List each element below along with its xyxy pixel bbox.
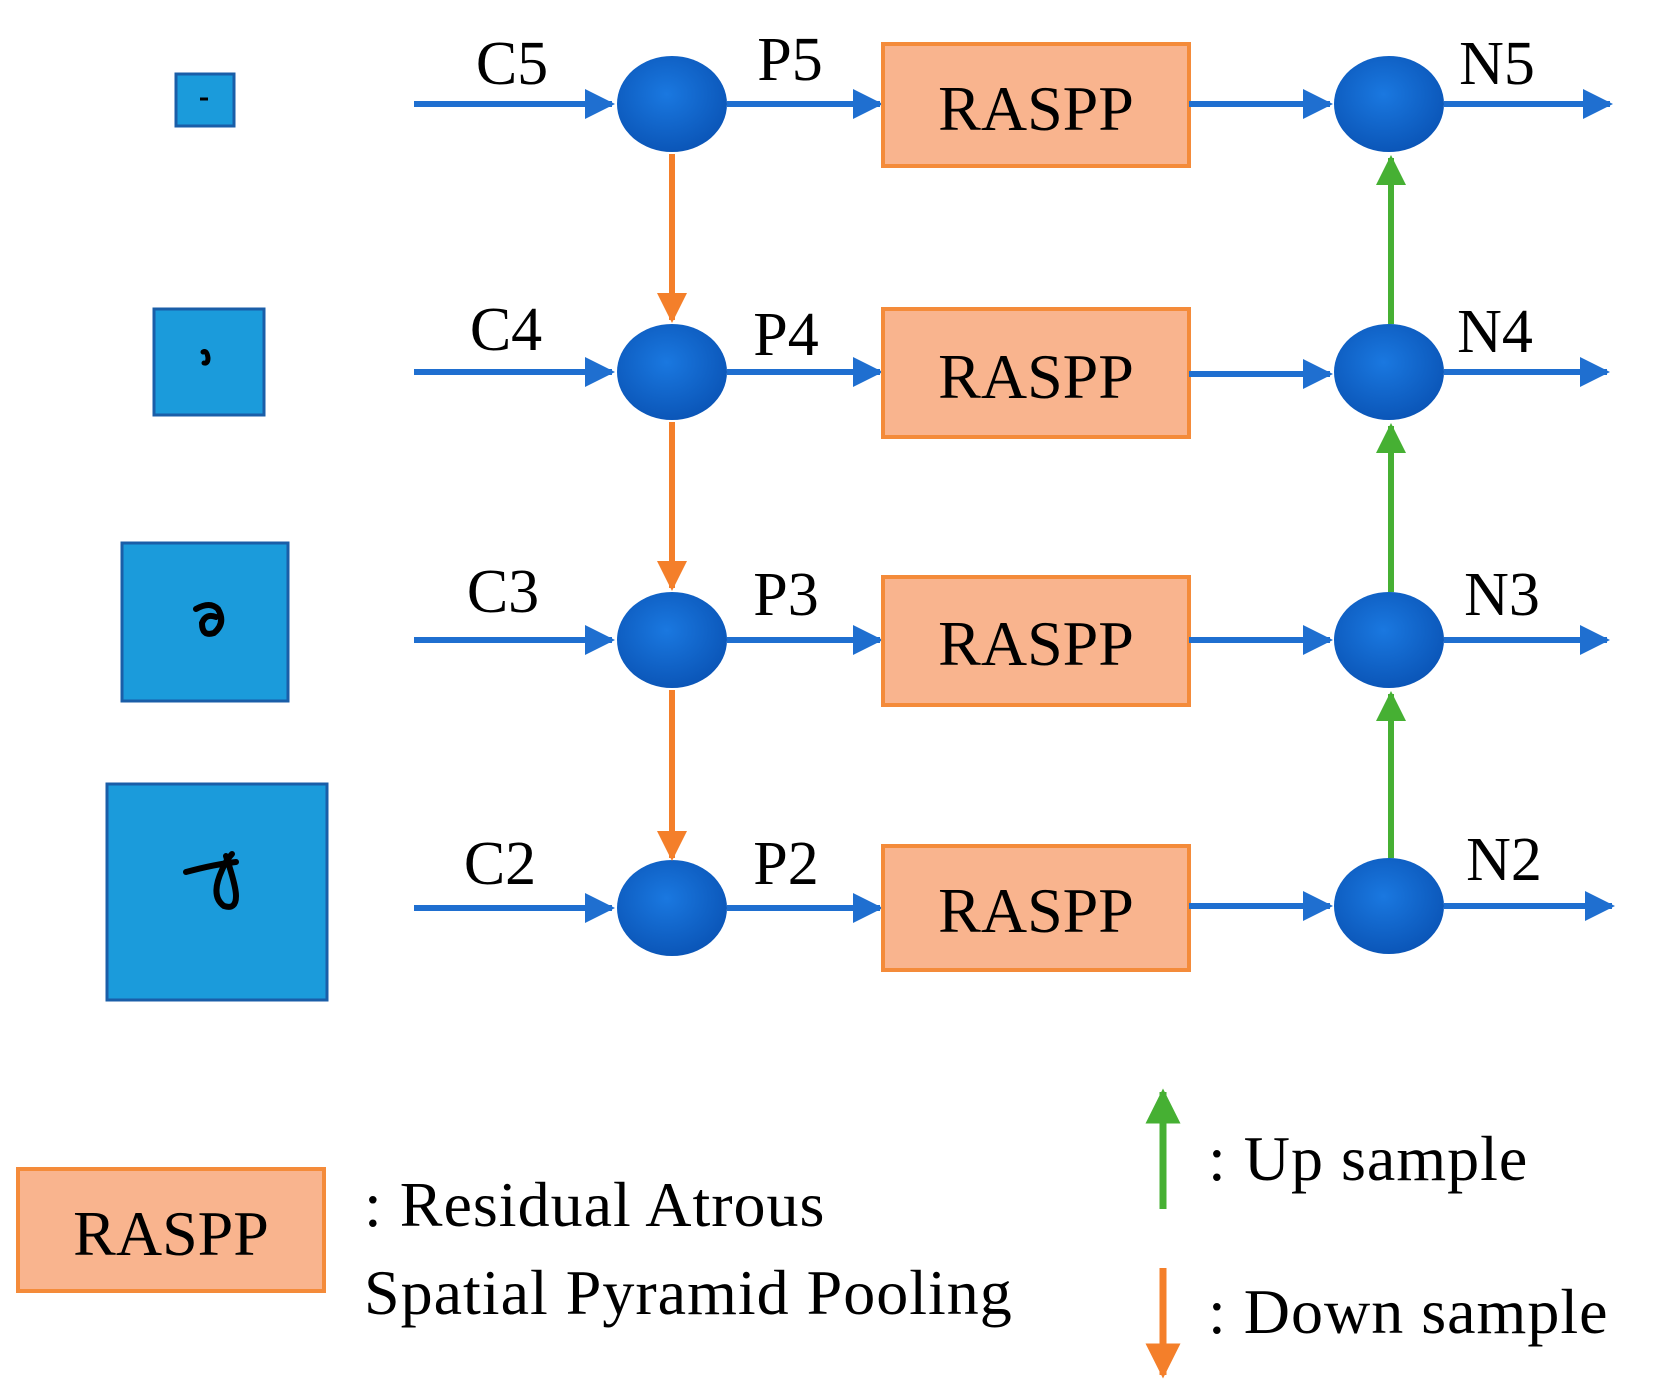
- node-p4: [617, 324, 727, 420]
- node-n4: [1334, 324, 1444, 420]
- label-n4: N4: [1457, 298, 1533, 366]
- thumb-c3-glyph: [193, 602, 225, 637]
- node-n2: [1334, 858, 1444, 954]
- raspp-box-4: [881, 307, 1191, 439]
- thumb-c2-glyph: [183, 851, 240, 910]
- thumb-c5: [174, 72, 236, 128]
- legend: RASPP : Residual Atrous Spatial Pyramid …: [16, 1088, 1609, 1379]
- node-p5: [617, 56, 727, 152]
- raspp-box-5: [881, 42, 1191, 168]
- legend-raspp-desc-line2: Spatial Pyramid Pooling: [364, 1257, 1013, 1328]
- raspp-box-3: [881, 575, 1191, 707]
- label-p4: P4: [753, 301, 818, 369]
- legend-raspp-label: RASPP: [73, 1198, 269, 1269]
- row-c5: C5 P5 RASPP N5: [414, 26, 1613, 168]
- node-p2: [617, 860, 727, 956]
- raspp-label-2: RASPP: [938, 875, 1134, 946]
- label-n5: N5: [1459, 30, 1535, 98]
- row-c4: C4 P4 RASPP N4: [414, 296, 1610, 439]
- thumb-c4-glyph: [200, 349, 211, 366]
- legend-raspp-desc-line1: : Residual Atrous: [364, 1169, 825, 1240]
- legend-raspp-box: [16, 1167, 326, 1293]
- label-c5: C5: [476, 30, 548, 98]
- raspp-label-4: RASPP: [938, 341, 1134, 412]
- label-n3: N3: [1464, 561, 1540, 629]
- label-c2: C2: [464, 830, 536, 898]
- legend-down-label: : Down sample: [1208, 1276, 1609, 1347]
- label-n2: N2: [1466, 826, 1542, 894]
- raspp-label-5: RASPP: [938, 73, 1134, 144]
- feature-thumbnails: [105, 72, 329, 1002]
- label-p3: P3: [753, 561, 818, 629]
- label-p2: P2: [753, 830, 818, 898]
- label-p5: P5: [757, 26, 822, 94]
- raspp-label-3: RASPP: [938, 608, 1134, 679]
- label-c3: C3: [467, 558, 539, 626]
- node-p3: [617, 592, 727, 688]
- node-n5: [1334, 56, 1444, 152]
- row-c2: C2 P2 RASPP N2: [414, 826, 1615, 972]
- raspp-box-2: [881, 844, 1191, 972]
- label-c4: C4: [470, 296, 542, 364]
- node-n3: [1334, 592, 1444, 688]
- legend-up-label: : Up sample: [1208, 1123, 1528, 1194]
- row-c3: C3 P3 RASPP N3: [414, 558, 1610, 707]
